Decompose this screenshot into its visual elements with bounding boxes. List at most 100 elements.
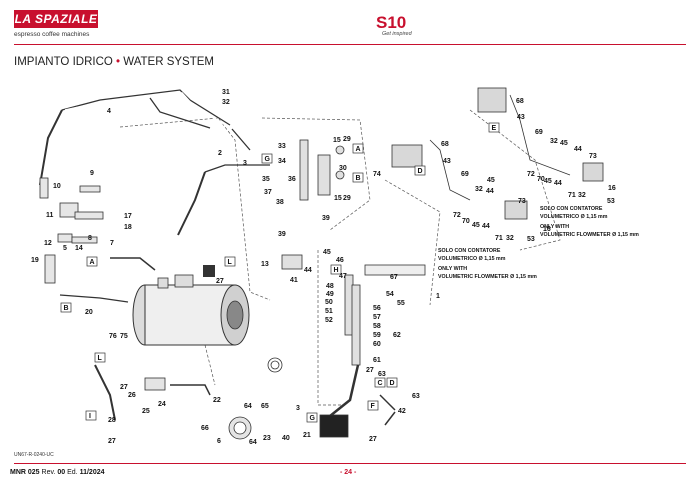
connector-c: C: [378, 380, 383, 387]
footer-rule: [14, 463, 686, 464]
part-label: 6: [217, 438, 221, 445]
group-valve-assembly: [281, 139, 426, 438]
flowmeter-note-right: SOLO CON CONTATORE VOLUMETRICO Ø 1,15 mm…: [540, 206, 639, 238]
part-label: 74: [373, 171, 381, 178]
part-label: 72: [453, 212, 461, 219]
part-label: 38: [276, 199, 284, 206]
connector-a-left: A: [90, 259, 95, 266]
part-label: 45: [323, 249, 331, 256]
part-label: 30: [339, 165, 347, 172]
lower-parts: [59, 257, 396, 440]
part-label: 45: [487, 177, 495, 184]
connector-b: B: [356, 175, 361, 182]
note-line: ONLY WITH: [438, 266, 467, 272]
part-label: 67: [390, 274, 398, 281]
part-label: 3: [296, 405, 300, 412]
note-line: VOLUMETRIC FLOWMETER Ø 1,15 mm: [438, 274, 537, 280]
part-label: 58: [373, 323, 381, 330]
page-title: IMPIANTO IDRICO • WATER SYSTEM: [14, 56, 214, 68]
part-label: 26: [128, 392, 136, 399]
part-label: 28: [108, 417, 116, 424]
part-label: 44: [304, 267, 312, 274]
note-line: SOLO CON CONTATORE: [540, 206, 603, 212]
part-label: 32: [222, 99, 230, 106]
manual-code: MNR 025: [10, 469, 40, 476]
connector-g-bottom: G: [310, 415, 316, 422]
part-label: 50: [325, 299, 333, 306]
part-label: 53: [527, 236, 535, 243]
part-label: 48: [326, 283, 334, 290]
part-label: 21: [303, 432, 311, 439]
part-label: 16: [543, 226, 551, 233]
rev-label: Rev.: [41, 469, 56, 476]
part-label: 41: [290, 277, 298, 284]
brand-logo: LA SPAZIALE: [14, 10, 98, 28]
part-label: 44: [554, 180, 562, 187]
part-label: 63: [412, 393, 420, 400]
part-label: 34: [278, 158, 286, 165]
part-label: 22: [213, 397, 221, 404]
flowmeter-assemblies: [391, 87, 604, 220]
part-label: 45: [560, 140, 568, 147]
part-label: 15: [334, 195, 342, 202]
part-label: 14: [75, 245, 83, 252]
part-label: 23: [263, 435, 271, 442]
part-label: 2: [218, 150, 222, 157]
footer-document-info: MNR 025 Rev. 00 Ed. 11/2024: [10, 469, 105, 476]
part-label: 7: [110, 240, 114, 247]
note-line: SOLO CON CONTATORE: [438, 248, 501, 254]
part-label: 66: [201, 425, 209, 432]
part-label: 44: [482, 223, 490, 230]
connector-letters: A B G D E H A B L L I G C D F: [64, 125, 497, 422]
title-english: WATER SYSTEM: [123, 56, 214, 68]
part-label: 57: [373, 314, 381, 321]
part-labels: 1 2 3 3 4 5 6 7 8 9 10 11 12 13 14 15 15…: [31, 89, 616, 446]
part-label: 62: [393, 332, 401, 339]
brand-tagline: espresso coffee machines: [14, 31, 90, 38]
part-label: 36: [288, 176, 296, 183]
connector-f: F: [371, 403, 376, 410]
part-label: 43: [517, 114, 525, 121]
part-label: 64: [249, 439, 257, 446]
part-label: 19: [31, 257, 39, 264]
connector-boxes: [60, 122, 500, 423]
connector-e: E: [492, 125, 497, 132]
title-separator: •: [116, 56, 121, 68]
part-label: 12: [44, 240, 52, 247]
part-label: 71: [568, 192, 576, 199]
connector-h: H: [334, 267, 339, 274]
part-label: 65: [261, 403, 269, 410]
part-label: 73: [518, 198, 526, 205]
part-label: 29: [343, 195, 351, 202]
part-label: 44: [574, 146, 582, 153]
part-label: 46: [336, 257, 344, 264]
boiler: [132, 265, 250, 346]
part-label: 70: [462, 218, 470, 225]
part-label: 27: [120, 384, 128, 391]
part-label: 3: [243, 160, 247, 167]
part-label: 37: [264, 189, 272, 196]
model-name: S10: [376, 13, 407, 32]
part-label: 5: [63, 245, 67, 252]
part-label: 32: [550, 138, 558, 145]
part-label: 64: [244, 403, 252, 410]
connector-b-left: B: [64, 305, 69, 312]
part-label: 59: [373, 332, 381, 339]
part-label: 39: [278, 231, 286, 238]
note-line: VOLUMETRIC FLOWMETER Ø 1,15 mm: [540, 232, 639, 238]
part-label: 70: [537, 176, 545, 183]
edition-label: Ed.: [67, 469, 78, 476]
header-rule: [14, 44, 686, 45]
connector-l: L: [228, 259, 233, 266]
connector-a: A: [356, 146, 361, 153]
connector-l-bottom: L: [98, 355, 103, 362]
part-label: 55: [397, 300, 405, 307]
part-label: 16: [608, 185, 616, 192]
part-label: 53: [607, 198, 615, 205]
part-label: 73: [589, 153, 597, 160]
part-label: 32: [506, 235, 514, 242]
edition-date: 11/2024: [79, 469, 105, 476]
part-label: 44: [486, 188, 494, 195]
part-label: 68: [441, 141, 449, 148]
note-line: VOLUMETRICO Ø 1,15 mm: [438, 256, 506, 262]
